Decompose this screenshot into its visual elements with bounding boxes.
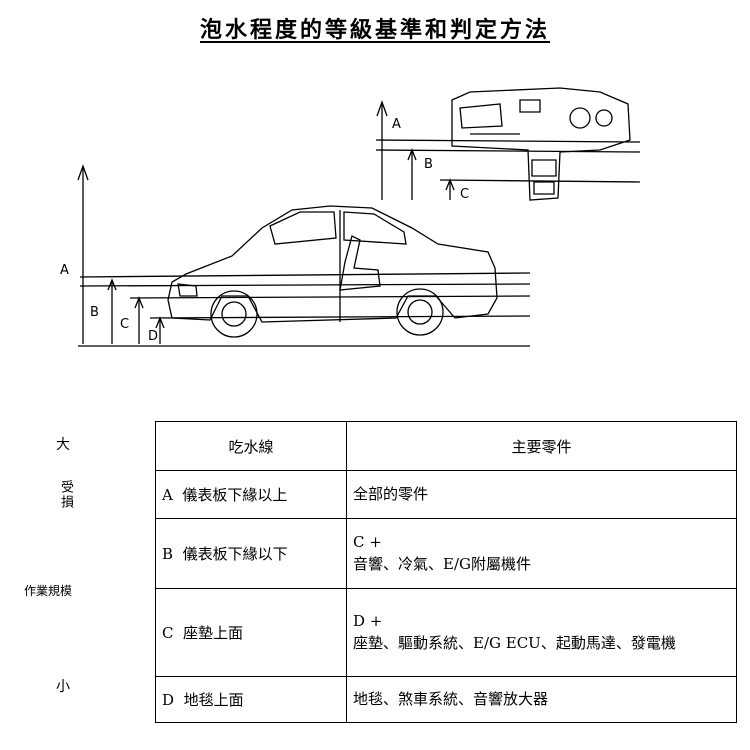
car-label-b: B — [90, 305, 99, 320]
parts-text: 音響、冷氣、E/G附屬機件 — [353, 554, 531, 573]
parts-text: 地毯、煞車系統、音響放大器 — [353, 689, 549, 708]
parts-cell: 地毯、煞車系統、音響放大器 — [346, 676, 737, 723]
waterline-text: 地毯上面 — [183, 691, 244, 709]
waterline-cell: A 儀表板下緣以上 — [155, 470, 347, 519]
table-header-row: 吃水線 主要零件 — [155, 421, 737, 471]
waterline-cell: B 儀表板下緣以下 — [155, 518, 347, 589]
table-row: A 儀表板下緣以上 全部的零件 — [155, 470, 737, 519]
page-title: 泡水程度的等級基準和判定方法 — [199, 17, 550, 43]
parts-text: 全部的零件 — [353, 484, 429, 503]
dashboard-level-line-a — [375, 139, 641, 143]
parts-text: 座墊、驅動系統、E/G ECU、起動馬達、發電機 — [353, 633, 676, 652]
car-label-c: C — [120, 317, 129, 332]
header-waterline: 吃水線 — [155, 421, 347, 471]
table-row: B 儀表板下緣以下 C + 音響、冷氣、E/G附屬機件 — [155, 518, 737, 589]
dashboard-level-line-b — [375, 149, 641, 153]
waterline-text: 儀表板下緣以下 — [182, 545, 288, 563]
parts-cell: 全部的零件 — [346, 470, 737, 519]
water-level-line-c — [129, 295, 531, 299]
dashboard-label-c: C — [460, 187, 469, 202]
parts-prefix: D + — [353, 611, 383, 630]
parts-cell: C + 音響、冷氣、E/G附屬機件 — [346, 518, 737, 589]
header-parts: 主要零件 — [346, 421, 737, 471]
level-letter: C — [162, 624, 174, 642]
rear-wheel — [396, 288, 444, 336]
scale-top-label: 大 — [56, 437, 70, 453]
dashboard-level-line-c — [439, 179, 641, 183]
level-letter: D — [162, 691, 175, 709]
dashboard-outline — [451, 87, 631, 201]
car-label-a: A — [60, 263, 69, 278]
water-level-line-a — [79, 272, 531, 278]
parts-cell: D + 座墊、驅動系統、E/G ECU、起動馬達、發電機 — [346, 588, 737, 677]
level-letter: B — [162, 545, 174, 563]
table-row: C 座墊上面 D + 座墊、驅動系統、E/G ECU、起動馬達、發電機 — [155, 588, 737, 677]
scale-damage-label: 受損 — [58, 480, 73, 510]
waterline-cell: D 地毯上面 — [155, 676, 347, 723]
car-body — [167, 205, 498, 323]
waterline-cell: C 座墊上面 — [155, 588, 347, 677]
flood-level-diagram: A B C D A B C — [60, 87, 641, 347]
dashboard-label-b: B — [424, 157, 433, 172]
scale-bottom-label: 小 — [56, 679, 70, 695]
waterline-text: 儀表板下緣以上 — [182, 486, 288, 504]
car-seat — [339, 235, 381, 291]
flood-level-table: 吃水線 主要零件 A 儀表板下緣以上 全部的零件 B 儀表板下緣以下 C + 音響… — [155, 421, 737, 723]
waterline-text: 座墊上面 — [183, 624, 244, 642]
car-label-d: D — [148, 329, 158, 344]
table-row: D 地毯上面 地毯、煞車系統、音響放大器 — [155, 676, 737, 723]
parts-prefix: C + — [353, 532, 382, 551]
scale-workload-label: 作業規模 — [24, 584, 73, 598]
water-level-line-d — [149, 315, 531, 319]
water-level-line-b — [79, 283, 531, 287]
dashboard-label-a: A — [392, 117, 401, 132]
front-wheel — [210, 290, 258, 338]
level-letter: A — [162, 486, 173, 504]
